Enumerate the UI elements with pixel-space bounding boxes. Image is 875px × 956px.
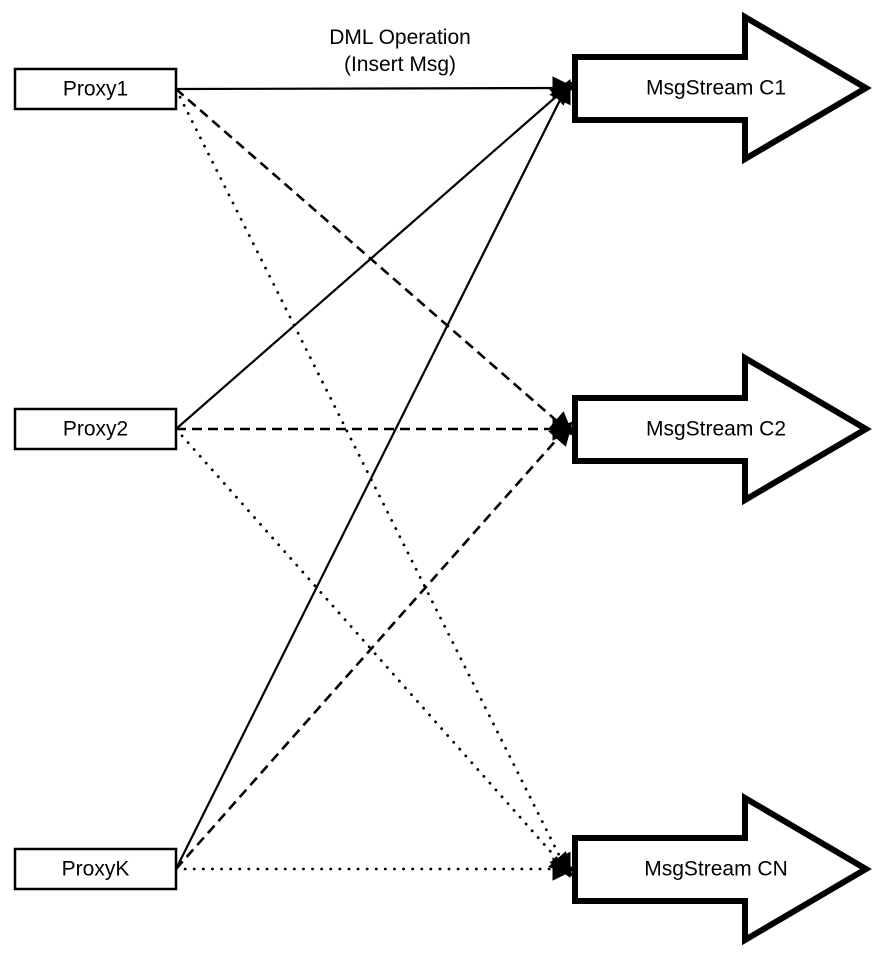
msgstream-node-c1[interactable]: MsgStream C1 <box>572 11 872 165</box>
proxy-label-proxy2: Proxy2 <box>63 418 128 441</box>
msgstream-arrow-shape-c1 <box>572 11 872 165</box>
msgstream-label-c2: MsgStream C2 <box>646 418 786 441</box>
proxy-box-rect-proxy2 <box>13 407 178 451</box>
proxyK-to-c1-arrowhead-icon <box>549 78 571 106</box>
proxy-node-proxy1[interactable]: Proxy1 <box>13 67 178 111</box>
msgstream-arrow-shape-c2 <box>572 352 872 506</box>
proxyK-to-c1[interactable] <box>175 87 567 870</box>
proxyK-to-cn-arrowhead-icon <box>552 857 577 881</box>
proxy-label-proxyK: ProxyK <box>62 858 130 881</box>
connections-layer <box>174 86 568 871</box>
msgstream-label-cn: MsgStream CN <box>644 858 788 881</box>
proxy-box-rect-proxy1 <box>13 67 178 111</box>
msgstream-node-c2[interactable]: MsgStream C2 <box>572 352 872 506</box>
msgstream-label-c1: MsgStream C1 <box>646 77 786 100</box>
proxyK-to-c2[interactable] <box>175 428 567 870</box>
annotations-layer: DML Operation (Insert Msg) <box>329 26 471 76</box>
proxy-label-proxy1: Proxy1 <box>63 78 128 101</box>
proxy-node-proxy2[interactable]: Proxy2 <box>13 407 178 451</box>
msgstream-node-cn[interactable]: MsgStream CN <box>572 792 872 946</box>
msgstream-targets-layer: MsgStream C1 MsgStream C2 MsgStream CN <box>572 11 872 946</box>
proxy-node-proxyK[interactable]: ProxyK <box>13 847 178 891</box>
proxy1-to-c1[interactable] <box>175 86 567 91</box>
proxy2-to-c1[interactable] <box>175 87 567 430</box>
arrowheads-layer <box>548 76 577 881</box>
proxyK-to-c2-arrowhead-icon <box>548 421 573 447</box>
proxy-box-rect-proxyK <box>13 847 178 891</box>
dml-operation-label-line1: DML Operation <box>329 26 471 49</box>
dml-operation-label-line2: (Insert Msg) <box>344 53 456 76</box>
msgstream-arrow-shape-cn <box>572 792 872 946</box>
dml-operation-label: DML Operation (Insert Msg) <box>329 26 471 76</box>
